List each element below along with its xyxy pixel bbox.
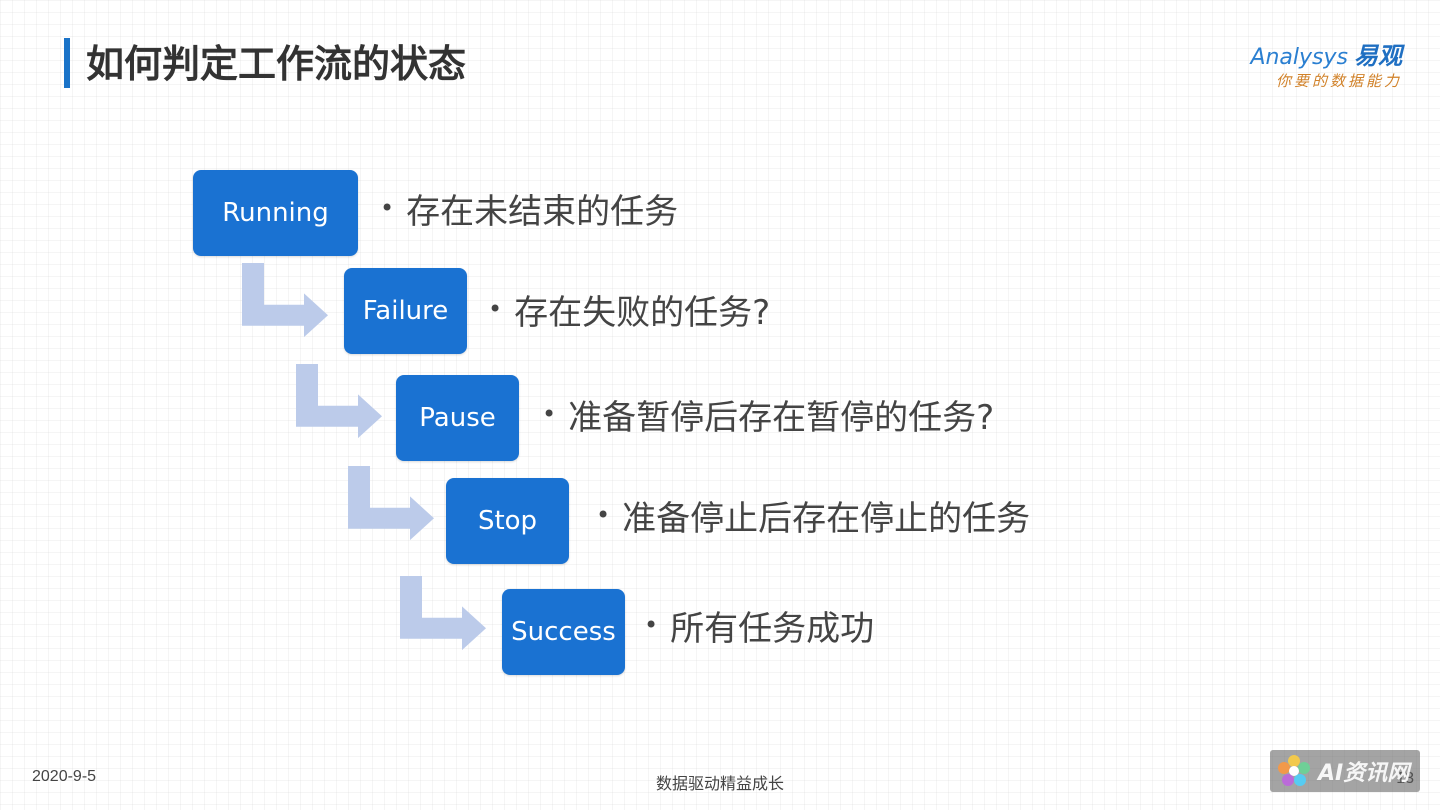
state-description-pause: • 准备暂停后存在暂停的任务?: [542, 371, 994, 457]
slide-title: 如何判定工作流的状态: [64, 38, 466, 88]
flower-icon: [1278, 755, 1310, 786]
bent-right-arrow-icon: [348, 466, 434, 540]
state-box-stop: Stop: [446, 478, 569, 564]
bullet: •: [380, 194, 395, 222]
state-label: Success: [511, 617, 616, 647]
state-box-running: Running: [193, 170, 358, 256]
watermark: AI资讯网: [1270, 750, 1420, 792]
bullet: •: [542, 400, 557, 428]
state-description-running: • 存在未结束的任务: [380, 165, 678, 251]
state-label: Failure: [362, 296, 449, 326]
logo-brand-en: Analysys: [1250, 45, 1348, 70]
state-box-pause: Pause: [396, 375, 519, 461]
state-description-success: • 所有任务成功: [644, 582, 874, 668]
description-text: 准备暂停后存在暂停的任务?: [568, 397, 995, 438]
state-description-failure: • 存在失败的任务?: [488, 266, 770, 352]
bent-right-arrow-icon: [400, 576, 486, 650]
bent-right-arrow-icon: [296, 364, 382, 438]
description-text: 存在失败的任务?: [514, 292, 771, 333]
state-box-success: Success: [502, 589, 625, 675]
state-label: Pause: [419, 403, 496, 433]
state-box-failure: Failure: [344, 268, 467, 354]
bullet: •: [644, 611, 659, 639]
watermark-text: AI资讯网: [1318, 761, 1410, 786]
state-label: Stop: [477, 506, 538, 536]
logo-brand-cn: 易观: [1354, 42, 1402, 70]
bullet: •: [488, 295, 503, 323]
description-text: 准备停止后存在停止的任务: [622, 498, 1031, 539]
footer-date: 2020-9-5: [32, 768, 97, 785]
bent-right-arrow-icon: [242, 263, 328, 337]
bullet: •: [596, 501, 611, 529]
description-text: 所有任务成功: [670, 608, 875, 649]
state-label: Running: [222, 198, 329, 228]
footer-slogan: 数据驱动精益成长: [655, 774, 784, 793]
state-description-stop: • 准备停止后存在停止的任务: [596, 472, 1030, 558]
description-text: 存在未结束的任务: [406, 191, 679, 232]
logo-tagline: 你要的数据能力: [1275, 72, 1402, 90]
